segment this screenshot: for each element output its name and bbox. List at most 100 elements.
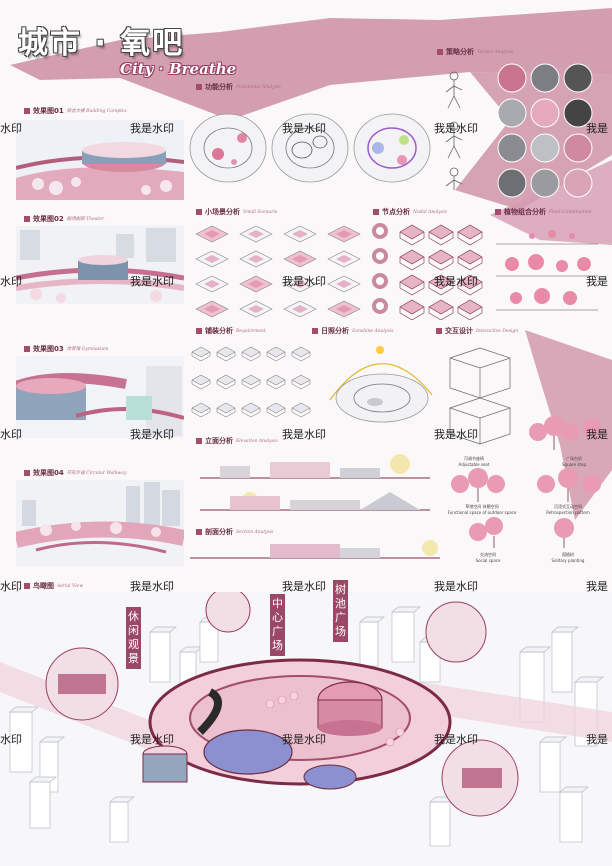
interactive-design-drawings [448, 347, 601, 548]
paving-cell [216, 346, 236, 362]
section-title: 铺装分析 [205, 327, 233, 335]
strategy-photo [530, 133, 560, 163]
strategy-photo [563, 63, 593, 93]
aerial-building [559, 786, 589, 843]
node-row [372, 273, 483, 296]
strategy-photo [563, 98, 593, 128]
sunshine-header: 日照分析 Sunshine Analysis [312, 326, 393, 336]
watermark: 水印 [0, 428, 22, 441]
watermark: 我是水印 [130, 733, 174, 746]
bullet-square-icon [24, 583, 30, 589]
bullet-square-icon [495, 209, 501, 215]
sun-path-arc [329, 363, 433, 401]
aerial-building [109, 796, 135, 843]
bullet-square-icon [312, 328, 318, 334]
watermark: 我是 [586, 580, 608, 593]
watermark: 水印 [0, 733, 22, 746]
watermark: 我是水印 [282, 580, 326, 593]
aerial-building [539, 736, 567, 793]
strategy-figures [445, 71, 463, 190]
scene-cell [327, 300, 361, 318]
section-title: 效果图04 [33, 469, 64, 477]
section-title: 植物组合分析 [504, 208, 546, 216]
watermark: 水印 [0, 580, 22, 593]
section-subtitle: Tactics Analysis [477, 49, 514, 55]
page-title: 城市 · 氧吧 [18, 26, 185, 61]
bullet-square-icon [24, 216, 30, 222]
watermark: 我是水印 [130, 275, 174, 288]
section-analysis-drawing [190, 540, 440, 559]
scene-cell [283, 275, 317, 293]
scene-cell [239, 300, 273, 318]
paving-cell [266, 346, 286, 362]
aerial-building [29, 776, 57, 829]
section-title: 效果图01 [33, 107, 64, 115]
strategy-photo [563, 168, 593, 198]
paving-cell [216, 402, 236, 418]
strategy-photo-grid [497, 63, 593, 198]
function-analysis-diagrams [189, 113, 431, 183]
elevation-analysis-drawings [200, 454, 430, 511]
gymnasium-illustration [16, 356, 184, 438]
watermark: 我是水印 [130, 122, 174, 135]
effect2-render [16, 226, 184, 304]
strategy-photo [497, 98, 527, 128]
section-title: 策略分析 [446, 48, 474, 56]
section-subtitle: Functional Analysis [236, 84, 281, 90]
bullet-square-icon [436, 328, 442, 334]
scene-cell [327, 250, 361, 268]
scene-cell [239, 275, 273, 293]
watermark: 我是水印 [130, 428, 174, 441]
section-title: 立面分析 [205, 437, 233, 445]
section-subtitle: 环形步道 Circular Walkway [66, 471, 127, 476]
bullet-square-icon [373, 209, 379, 215]
sunshine-analysis-diagram [329, 346, 433, 423]
watermark: 我是水印 [282, 733, 326, 746]
aerial-view-illustration [0, 592, 612, 866]
section-title: 交互设计 [445, 327, 473, 335]
scene-cell [195, 250, 229, 268]
bullet-square-icon [196, 209, 202, 215]
effect3-header: 效果图03 体育馆 Gymnasium [24, 344, 109, 354]
section-title: 小场景分析 [205, 208, 240, 216]
function-diagram-1 [189, 113, 267, 183]
section-title: 节点分析 [382, 208, 410, 216]
watermark: 我是水印 [282, 122, 326, 135]
watermark: 我是 [586, 733, 608, 746]
function-header: 功能分析 Functional Analysis [196, 82, 281, 92]
theater-illustration [16, 226, 184, 304]
strategy-photo [497, 168, 527, 198]
strategy-photo [563, 133, 593, 163]
watermark: 我是水印 [434, 428, 478, 441]
aerial-building [551, 626, 579, 693]
aerial-label-central-plaza: 中心广场 [270, 594, 285, 656]
paving-header: 铺装分析 Requirement [196, 326, 266, 336]
interactive-header: 交互设计 Interactive Design [436, 326, 518, 336]
watermark: 我是水印 [434, 733, 478, 746]
section-subtitle: Aerial View [57, 583, 84, 589]
section-title: 日照分析 [321, 327, 349, 335]
paving-cell [291, 346, 311, 362]
scene-cell [283, 250, 317, 268]
node-row [372, 223, 483, 246]
strategy-photo [530, 98, 560, 128]
paving-analysis-diagrams [191, 346, 311, 418]
aerial-header: 鸟瞰图 Aerial View [24, 581, 83, 591]
watermark: 我是水印 [130, 580, 174, 593]
effect1-header: 效果图01 综合大楼 Building Complex [24, 106, 127, 116]
strategy-photo [497, 63, 527, 93]
small-scene-grid [195, 225, 361, 318]
section-subtitle: 剧场剧院 Theater [66, 217, 105, 222]
bullet-square-icon [24, 346, 30, 352]
section-subtitle: Small Scenario [243, 209, 278, 215]
section-title: 功能分析 [205, 83, 233, 91]
page-subtitle: City · Breathe [120, 60, 237, 78]
effect3-render [16, 356, 184, 438]
scene-cell [239, 250, 273, 268]
paving-cell [191, 402, 211, 418]
section-subtitle: 综合大楼 Building Complex [66, 109, 127, 114]
